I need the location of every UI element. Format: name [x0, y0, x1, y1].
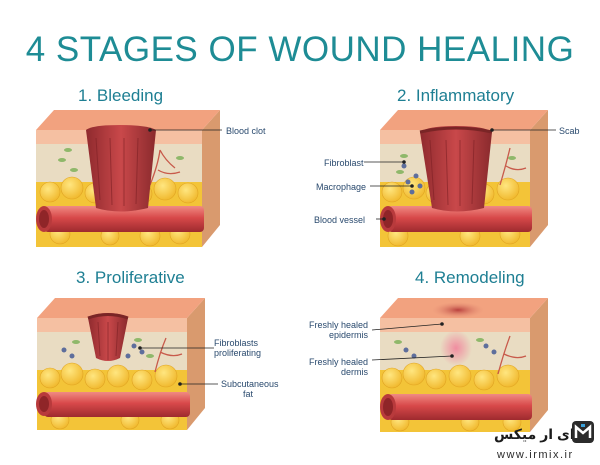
- label-macrophage: Macrophage: [316, 182, 367, 192]
- label-fibroblasts-line1: Fibroblasts: [214, 338, 259, 348]
- label-fat-line2: fat: [243, 389, 254, 399]
- label-fat-line1: Subcutaneous: [221, 379, 279, 389]
- label-fibroblasts-line2: proliferating: [214, 348, 262, 358]
- label-dermis-line1: Freshly healed: [308, 357, 368, 367]
- label-blood-clot: Blood clot: [226, 126, 266, 136]
- label-scab: Scab: [559, 126, 580, 136]
- stage-3-heading: 3. Proliferative: [76, 268, 185, 287]
- watermark-text: ای ار میکس: [494, 426, 575, 442]
- label-epidermis-line2: epidermis: [328, 330, 368, 340]
- stage-2-heading: 2. Inflammatory: [397, 86, 515, 105]
- watermark-logo-icon: [572, 421, 594, 443]
- label-fibroblast: Fibroblast: [324, 158, 364, 168]
- stage-4-heading: 4. Remodeling: [415, 268, 525, 287]
- watermark-url: www.irmix.ir: [497, 449, 574, 461]
- page-title: 4 STAGES OF WOUND HEALING: [25, 30, 575, 69]
- label-blood-vessel: Blood vessel: [314, 215, 366, 225]
- label-dermis-line2: dermis: [340, 367, 368, 377]
- stage-1-heading: 1. Bleeding: [78, 86, 164, 105]
- label-epidermis-line1: Freshly healed: [308, 320, 368, 330]
